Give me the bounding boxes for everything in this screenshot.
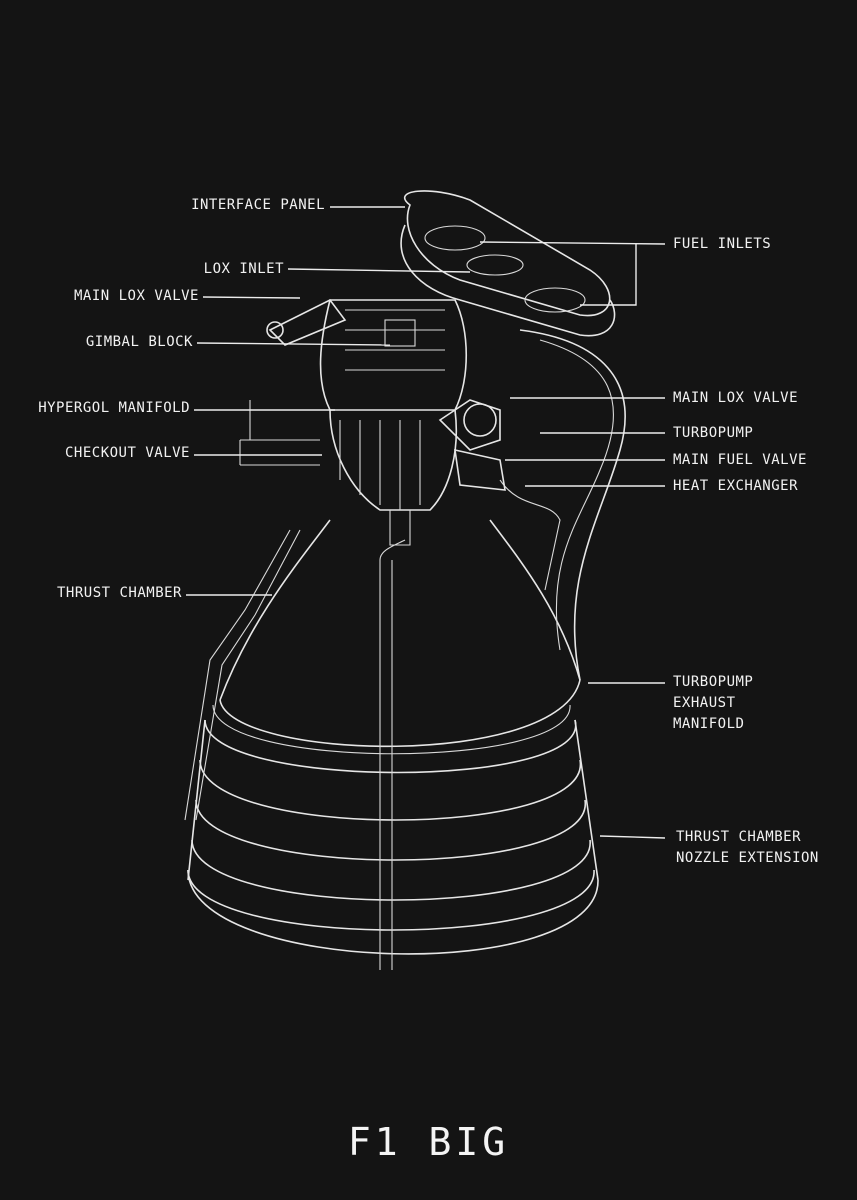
label-fuel-inlets: FUEL INLETS (673, 236, 772, 252)
label-turbopump-exhaust-line-1: TURBOPUMP (673, 674, 754, 690)
label-hypergol-manifold: HYPERGOL MANIFOLD (38, 400, 190, 416)
interface-panel (400, 190, 616, 337)
label-main-lox-valve-right: MAIN LOX VALVE (673, 390, 799, 406)
label-main-lox-valve-left: MAIN LOX VALVE (73, 288, 199, 304)
label-main-fuel-valve: MAIN FUEL VALVE (673, 452, 807, 468)
exhaust-manifold (499, 329, 626, 681)
label-heat-exchanger: HEAT EXCHANGER (673, 478, 799, 494)
label-turbopump-exhaust-line-2: EXHAUST (673, 695, 736, 711)
label-checkout-valve: CHECKOUT VALVE (64, 445, 190, 461)
powerhead (239, 298, 506, 546)
label-interface-panel: INTERFACE PANEL (191, 197, 325, 213)
leader-lines (186, 206, 666, 839)
poster-title: F1 BIG (347, 1120, 510, 1164)
label-turbopump: TURBOPUMP (673, 425, 754, 441)
label-lox-inlet: LOX INLET (203, 261, 284, 277)
label-nozzle-extension-line-2: NOZZLE EXTENSION (676, 850, 819, 866)
label-turbopump-exhaust-line-3: MANIFOLD (673, 716, 745, 732)
label-nozzle-extension-line-1: THRUST CHAMBER (676, 829, 802, 845)
label-thrust-chamber: THRUST CHAMBER (56, 585, 182, 601)
nozzle-extension (187, 704, 599, 955)
thrust-chamber (184, 519, 581, 970)
label-gimbal-block: GIMBAL BLOCK (85, 334, 193, 350)
